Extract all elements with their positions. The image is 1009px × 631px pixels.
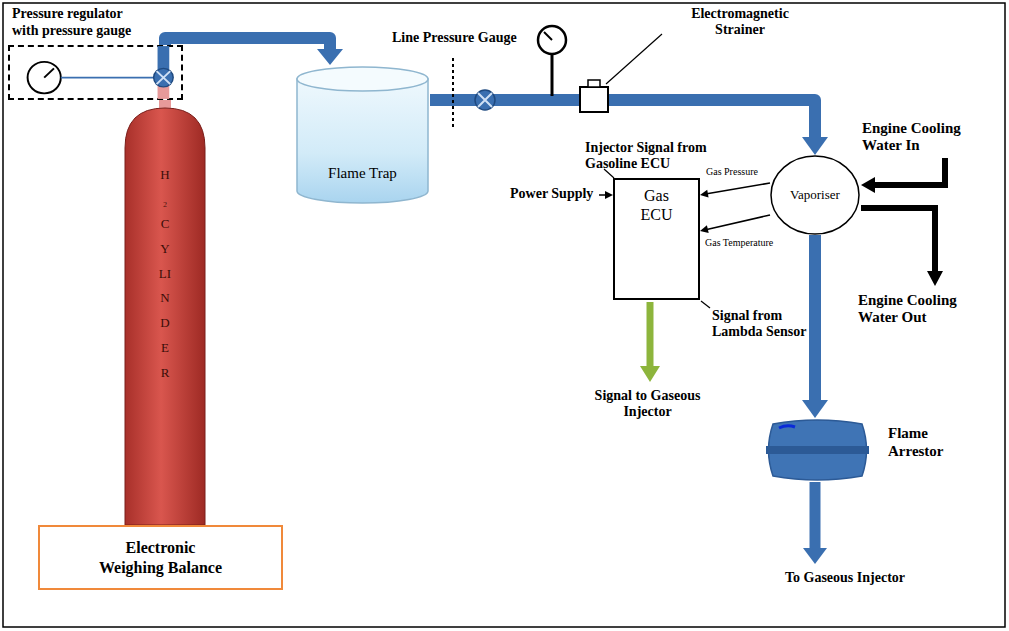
text-column: H₂ CYLINDER bbox=[125, 163, 205, 385]
signal-arrow bbox=[640, 302, 660, 382]
part-label: To Gaseous Injector bbox=[745, 570, 945, 586]
flame-arrestor-outline bbox=[765, 418, 870, 482]
node-label: Flame Trap bbox=[295, 165, 430, 182]
pipe-to-injector bbox=[803, 548, 827, 564]
line-valve bbox=[475, 90, 495, 110]
cooling-water-out bbox=[861, 208, 935, 272]
connector-line bbox=[165, 38, 330, 50]
signal-arrow bbox=[647, 302, 654, 368]
part-label: Signal to Gaseous Injector bbox=[590, 388, 705, 420]
gas-ecu: Gas ECU bbox=[613, 178, 700, 300]
strainer-symbol bbox=[588, 80, 600, 87]
part-label: Engine Cooling Water In bbox=[862, 120, 992, 154]
flame-trap-outline bbox=[295, 65, 430, 205]
dashed-separator bbox=[452, 58, 454, 130]
node-label: H₂ CYLINDER bbox=[159, 163, 172, 385]
signal-arrow bbox=[640, 366, 660, 382]
regulator-box-outline bbox=[157, 71, 171, 84]
part-label: Power Supply bbox=[510, 186, 605, 202]
arrow-head bbox=[802, 400, 828, 418]
gas-cylinder: H₂ CYLINDER bbox=[125, 108, 205, 525]
regulator-box-outline bbox=[28, 62, 61, 94]
connector-line bbox=[707, 215, 770, 229]
pipe-to-injector bbox=[803, 482, 827, 564]
gas-cylinder-outline bbox=[125, 108, 205, 525]
frame bbox=[3, 3, 1005, 627]
cooling-water-out bbox=[861, 208, 943, 286]
cooling-water-out bbox=[927, 271, 943, 286]
pipe-connector bbox=[700, 215, 770, 233]
pipe-connector bbox=[165, 38, 343, 65]
arrow-head bbox=[700, 190, 709, 198]
arrow-heads bbox=[802, 400, 828, 418]
flame-trap: Flame Trap bbox=[295, 65, 430, 205]
line-valve bbox=[478, 93, 492, 107]
regulator-box: Pressure regulator with pressure gauge bbox=[8, 45, 183, 100]
node-label: Flame Arrestor bbox=[888, 424, 968, 460]
line-valve bbox=[475, 90, 495, 110]
pipe-connector bbox=[700, 183, 770, 198]
weighing-balance: Electronic Weighing Balance bbox=[38, 525, 283, 590]
signal-arrow bbox=[605, 191, 613, 199]
connector-line bbox=[159, 100, 171, 108]
part-label: Signal from Lambda Sensor bbox=[712, 308, 812, 340]
pipe-connector bbox=[165, 100, 166, 108]
line-pressure-gauge bbox=[544, 32, 552, 40]
part-label: Line Pressure Gauge bbox=[392, 30, 542, 46]
cooling-water-in bbox=[874, 158, 945, 185]
cooling-water-in bbox=[861, 158, 945, 193]
line-pressure-gauge bbox=[551, 54, 554, 96]
cooling-water-in bbox=[861, 177, 875, 193]
node-label: Vaporiser bbox=[790, 187, 840, 203]
node-label: Gas ECU bbox=[632, 186, 682, 224]
node-label: Pressure regulator with pressure gauge bbox=[12, 5, 152, 39]
strainer-symbol bbox=[580, 80, 608, 112]
pipe-to-injector bbox=[810, 482, 821, 550]
regulator-box-outline bbox=[44, 68, 54, 77]
line-pressure-gauge bbox=[538, 26, 566, 96]
part-label: Electromagnetic Strainer bbox=[665, 6, 815, 38]
line-pressure-gauge bbox=[538, 26, 566, 54]
arrow-head bbox=[317, 49, 343, 65]
edge-label: Gas Temperature bbox=[704, 237, 774, 248]
flame-trap-outline bbox=[297, 67, 428, 91]
arrow-heads bbox=[317, 49, 343, 65]
regulator-box-outline bbox=[61, 77, 155, 79]
node-label: Electronic Weighing Balance bbox=[96, 538, 226, 578]
regulator-box-outline bbox=[154, 68, 174, 87]
regulator-box-outline bbox=[10, 47, 181, 98]
signal-arrow bbox=[599, 191, 613, 199]
flame-arrestor: Flame Arrestor bbox=[765, 418, 870, 482]
signal-arrow bbox=[599, 194, 606, 196]
edge-label: Gas Pressure bbox=[705, 166, 759, 177]
flame-arrestor-outline bbox=[779, 426, 795, 428]
connector-line bbox=[809, 235, 821, 401]
arrow-head bbox=[802, 137, 828, 155]
vaporiser: Vaporiser bbox=[770, 155, 860, 235]
vaporiser-outline bbox=[771, 156, 859, 234]
leader-line bbox=[606, 34, 662, 84]
flame-trap-outline bbox=[297, 79, 428, 203]
arrow-heads bbox=[802, 137, 828, 155]
leader-line bbox=[701, 301, 710, 308]
arrow-head bbox=[700, 225, 709, 233]
connector-line bbox=[707, 183, 770, 194]
arrow-heads bbox=[700, 190, 709, 198]
part-label: Engine Cooling Water Out bbox=[858, 292, 988, 326]
flame-arrestor-outline bbox=[766, 446, 869, 454]
strainer-symbol bbox=[580, 87, 608, 112]
arrow-heads bbox=[700, 225, 709, 233]
